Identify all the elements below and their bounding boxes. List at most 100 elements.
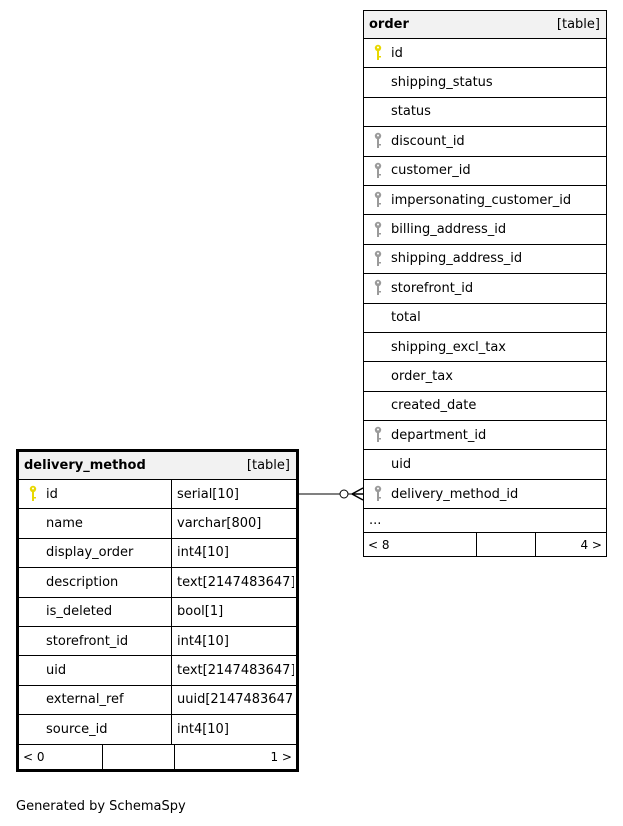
delivery-method-table-footer: < 0 1 >: [19, 744, 296, 769]
delivery-method-children-count[interactable]: 1 >: [175, 745, 296, 769]
column-row[interactable]: id: [364, 39, 606, 69]
key-icon-slot: [368, 333, 388, 361]
column-row[interactable]: description text[2147483647]: [19, 568, 296, 598]
column-row[interactable]: total: [364, 303, 606, 333]
column-row[interactable]: discount_id: [364, 127, 606, 157]
column-type: text[2147483647]: [177, 574, 294, 590]
column-row[interactable]: display_order int4[10]: [19, 538, 296, 569]
column-row[interactable]: created_date: [364, 391, 606, 422]
key-icon-slot: [368, 304, 388, 332]
delivery-method-parents-count[interactable]: < 0: [19, 744, 103, 769]
column-name: id: [391, 45, 403, 61]
delivery-method-parents-label: < 0: [23, 749, 45, 764]
column-row[interactable]: delivery_method_id: [364, 479, 606, 510]
order-table-name: order: [369, 17, 409, 32]
column-row[interactable]: customer_id: [364, 156, 606, 186]
column-name: impersonating_customer_id: [391, 192, 572, 208]
key-icon-slot: [368, 157, 388, 185]
column-row[interactable]: order_tax: [364, 362, 606, 392]
column-row[interactable]: impersonating_customer_id: [364, 185, 606, 216]
foreign-key-icon: [374, 427, 382, 443]
key-icon-slot: [368, 39, 388, 67]
column-row[interactable]: uid: [364, 450, 606, 480]
column-name: storefront_id: [391, 280, 474, 296]
relationship-optional-circle: [339, 489, 349, 499]
key-icon-slot: [368, 274, 388, 302]
foreign-key-icon: [374, 162, 382, 178]
foreign-key-icon: [374, 221, 382, 237]
key-icon-slot: [368, 480, 388, 508]
crows-foot-icon: [351, 487, 364, 501]
primary-key-icon: [374, 44, 382, 61]
order-table-header[interactable]: order [table]: [364, 11, 606, 39]
column-name: shipping_status: [391, 75, 493, 91]
delivery-method-children-label: 1 >: [270, 749, 292, 764]
delivery-method-table-name: delivery_method: [24, 458, 146, 473]
column-name: total: [391, 310, 421, 326]
key-icon-slot: [368, 362, 388, 390]
column-row[interactable]: status: [364, 97, 606, 128]
delivery-method-table-header[interactable]: delivery_method [table]: [19, 452, 296, 480]
column-name: department_id: [391, 427, 487, 443]
key-icon-slot: [368, 98, 388, 126]
generated-by-text: Generated by SchemaSpy: [16, 799, 186, 814]
order-ellipsis: ...: [369, 513, 382, 529]
key-icon-slot: [368, 186, 388, 214]
column-name: billing_address_id: [391, 222, 507, 238]
column-name: uid: [46, 656, 172, 685]
column-name: discount_id: [391, 133, 465, 149]
column-row[interactable]: storefront_id: [364, 274, 606, 304]
column-name: id: [46, 480, 172, 509]
column-row[interactable]: shipping_excl_tax: [364, 332, 606, 363]
column-row[interactable]: billing_address_id: [364, 215, 606, 245]
key-icon-slot: [23, 480, 43, 508]
column-name: display_order: [46, 538, 172, 568]
column-type: int4[10]: [177, 545, 229, 561]
column-name: customer_id: [391, 163, 471, 179]
order-table-type-label: [table]: [556, 17, 600, 32]
column-row[interactable]: uid text[2147483647]: [19, 656, 296, 686]
column-type: text[2147483647]: [177, 663, 294, 679]
key-icon-slot: [23, 539, 43, 567]
order-children-count[interactable]: 4 >: [536, 533, 606, 556]
delivery-method-table-type-label: [table]: [246, 458, 290, 473]
key-icon-slot: [368, 421, 388, 449]
key-icon-slot: [368, 68, 388, 96]
order-parents-count[interactable]: < 8: [364, 533, 477, 557]
column-row[interactable]: shipping_status: [364, 68, 606, 98]
foreign-key-icon: [374, 250, 382, 266]
key-icon-slot: [368, 392, 388, 420]
column-type: uuid[2147483647]: [177, 692, 294, 708]
key-icon-slot: [23, 656, 43, 684]
delivery-method-footer-spacer: [103, 744, 175, 769]
column-name: created_date: [391, 398, 477, 414]
order-footer-spacer: [477, 533, 536, 557]
order-children-label: 4 >: [580, 537, 602, 552]
key-icon-slot: [23, 686, 43, 714]
column-row[interactable]: shipping_address_id: [364, 244, 606, 275]
column-name: description: [46, 568, 172, 597]
foreign-key-icon: [374, 191, 382, 208]
column-name: uid: [391, 457, 412, 473]
column-name: order_tax: [391, 368, 453, 384]
column-type: bool[1]: [177, 604, 224, 620]
primary-key-icon: [29, 485, 37, 502]
order-more-columns: ...: [364, 509, 606, 534]
column-type: int4[10]: [177, 721, 229, 737]
order-parents-label: < 8: [368, 537, 390, 552]
key-icon-slot: [23, 598, 43, 626]
key-icon-slot: [368, 450, 388, 478]
foreign-key-icon: [374, 133, 382, 149]
column-row[interactable]: department_id: [364, 421, 606, 451]
column-name: storefront_id: [46, 626, 172, 656]
